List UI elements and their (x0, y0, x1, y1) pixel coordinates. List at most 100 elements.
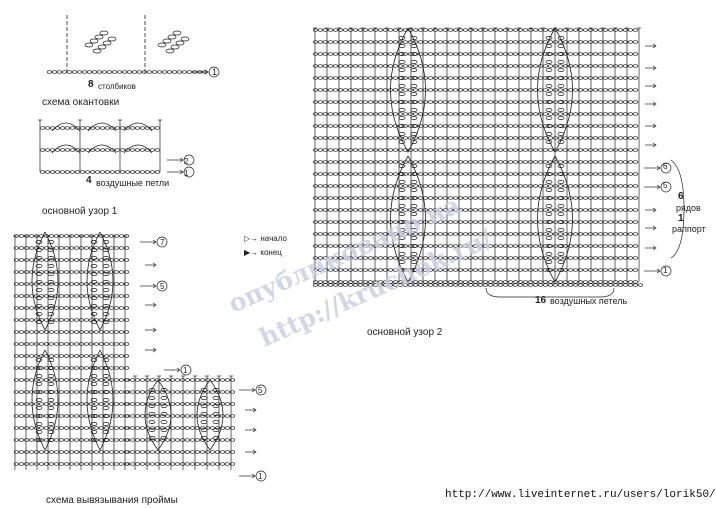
armhole-pineapple-loop (35, 422, 43, 426)
edging-base-chain (176, 70, 183, 74)
armhole-chain-row (174, 426, 181, 430)
pattern2-chain-row (382, 88, 389, 92)
pattern2-chain-row (622, 76, 629, 80)
pattern2-chain-row (347, 100, 354, 104)
pattern2-pineapple-loop (557, 236, 565, 240)
pattern2-chain-row (477, 28, 484, 32)
pattern2-chain-row (457, 100, 464, 104)
armhole-chain-row (214, 426, 221, 430)
armhole-chain-row (139, 450, 146, 454)
armhole-chain-row (18, 402, 25, 406)
pattern2-chain-row (597, 28, 604, 32)
pattern2-base-chain (552, 283, 559, 287)
pattern2-pineapple-loop (410, 36, 418, 40)
armhole-chain-row (43, 402, 50, 406)
edging-base-chain (51, 70, 58, 74)
pattern2-circle-arrowhead (656, 165, 661, 171)
armhole-pineapple-loop (47, 438, 55, 442)
pattern2-chain-row (452, 100, 459, 104)
pattern2-chain-row (552, 268, 559, 272)
pattern2-chain-row (502, 160, 509, 164)
pattern2-chain-row (317, 28, 324, 32)
edging-base-chain (56, 70, 63, 74)
pattern2-chain-row (382, 52, 389, 56)
pattern2-chain-row (492, 256, 499, 260)
pattern2-chain-row (552, 136, 559, 140)
pattern2-chain-row (382, 100, 389, 104)
armhole-pineapple-loop (200, 412, 208, 416)
pattern2-chain-row (427, 160, 434, 164)
pattern2-chain-row (622, 100, 629, 104)
pattern2-chain-row (602, 196, 609, 200)
armhole-chain-row (13, 366, 20, 370)
armhole-chain-row (38, 450, 45, 454)
pattern2-chain-row (557, 136, 564, 140)
pattern2-chain-row (412, 88, 419, 92)
pattern2-chain-row (582, 64, 589, 68)
pattern2-chain-row (452, 76, 459, 80)
pattern2-chain-row (537, 172, 544, 176)
pattern2-chain-row (522, 64, 529, 68)
pattern2-chain-row (432, 232, 439, 236)
pattern2-chain-row (457, 52, 464, 56)
armhole-chain-row (68, 318, 75, 322)
pattern2-chain-row (477, 220, 484, 224)
pattern2-chain-row (567, 172, 574, 176)
pattern2-chain-row (407, 112, 414, 116)
armhole-chain-row (63, 378, 70, 382)
armhole-chain-row (28, 366, 35, 370)
pattern2-chain-row (497, 244, 504, 248)
pattern2-chain-row (512, 64, 519, 68)
armhole-chain-row (48, 402, 55, 406)
pattern2-chain-row (387, 256, 394, 260)
pattern2-chain-row (567, 112, 574, 116)
armhole-chain-row (63, 354, 70, 358)
armhole-chain-row (164, 438, 171, 442)
pattern2-chain-row (592, 172, 599, 176)
armhole-chain-row (13, 438, 20, 442)
pattern2-chain-row (617, 280, 624, 284)
pattern2-chain-row (627, 196, 634, 200)
armhole-chain-row (169, 414, 176, 418)
armhole-chain-row (103, 294, 110, 298)
pattern2-chain-row (557, 280, 564, 284)
pattern1-arch (123, 144, 153, 154)
pattern2-chain-row (392, 136, 399, 140)
armhole-chain-row (73, 258, 80, 262)
pattern2-chain-row (402, 244, 409, 248)
armhole-chain-row (13, 330, 20, 334)
pattern2-chain-row (387, 148, 394, 152)
armhole-pineapple-loop (47, 374, 55, 378)
pattern2-chain-row (447, 232, 454, 236)
armhole-chain-row (18, 342, 25, 346)
armhole-chain-row (164, 450, 171, 454)
pattern2-chain-row (622, 172, 629, 176)
pattern2-chain-row (472, 256, 479, 260)
pattern2-chain-row (437, 136, 444, 140)
armhole-chain-row (48, 282, 55, 286)
armhole-pineapple (31, 349, 59, 451)
pattern2-chain-row (512, 160, 519, 164)
pattern2-chain-row (367, 256, 374, 260)
pattern2-chain-row (502, 244, 509, 248)
pattern2-chain-row (452, 124, 459, 128)
pattern2-chain-row (312, 268, 319, 272)
pattern2-pineapple (390, 155, 426, 283)
armhole-chain-row (28, 318, 35, 322)
pattern2-pineapple-loop (545, 140, 553, 144)
pattern2-chain-row (507, 52, 514, 56)
pattern2-chain-row (347, 28, 354, 32)
pattern2-chain-row (512, 172, 519, 176)
pattern2-chain-row (437, 64, 444, 68)
armhole-chain-row (144, 390, 151, 394)
armhole-chain-row (199, 426, 206, 430)
armhole-chain-row (118, 246, 125, 250)
edging-base-chain (81, 70, 88, 74)
pattern2-chain-row (417, 196, 424, 200)
armhole-pineapple-loop (90, 296, 98, 300)
pattern2-pineapple-loop (545, 204, 553, 208)
pattern2-chain-row (447, 220, 454, 224)
pattern2-chain-row (477, 40, 484, 44)
pattern2-chain-row (477, 124, 484, 128)
pattern2-chain-row (332, 148, 339, 152)
